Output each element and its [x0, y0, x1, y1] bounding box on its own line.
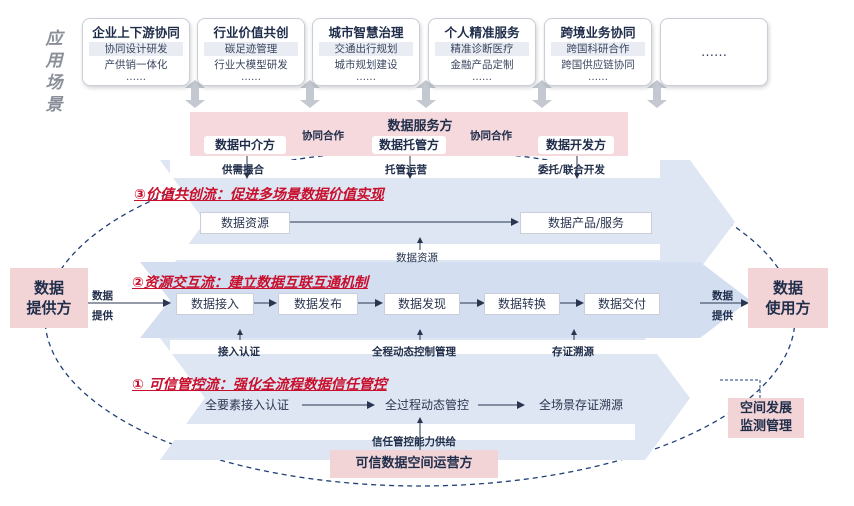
collab-label-right: 协同合作	[470, 130, 512, 142]
user-side-a: 数据	[712, 290, 733, 302]
flow1-step-control: 全过程动态管控	[384, 398, 469, 412]
flow2-step-convert: 数据转换	[484, 293, 560, 315]
data-intermediary-tag: 数据中介方	[204, 136, 286, 154]
commission-label: 委托/联合开发	[538, 164, 605, 176]
flow3-product-box: 数据产品/服务	[520, 212, 652, 234]
collab-label-left: 协同合作	[302, 130, 344, 142]
supply-match-label: 供需撮合	[222, 164, 264, 176]
flow2-step-publish: 数据发布	[278, 293, 358, 315]
scenario-more: ……	[126, 72, 146, 83]
scenario-more: ……	[356, 72, 376, 83]
scenario-title: 城市智慧治理	[328, 25, 404, 40]
data-custodian-tag: 数据托管方	[372, 136, 446, 154]
flow2-title: ②资源交互流：建立数据互联互通机制	[132, 275, 368, 291]
scenario-item: 跨国科研合作	[551, 42, 645, 56]
provider-line1: 数据	[33, 279, 64, 297]
monitor-line2: 监测管理	[739, 419, 792, 434]
provider-line2: 提供方	[26, 299, 72, 317]
user-line1: 数据	[772, 279, 803, 297]
scenario-item: 产供销一体化	[104, 59, 168, 71]
scenario-title: 企业上下游协同	[92, 25, 180, 40]
scenario-section-label: 应用场景	[45, 29, 63, 115]
scenario-card-crossborder: 跨境业务协同 跨国科研合作 跨国供应链协同 ……	[544, 18, 652, 86]
data-developer-tag: 数据开发方	[538, 136, 614, 154]
scenario-card-personal: 个人精准服务 精准诊断医疗 金融产品定制 ……	[428, 18, 536, 86]
flow2-step-discover: 数据发现	[384, 293, 460, 315]
scenario-title: 个人精准服务	[444, 25, 520, 40]
data-service-title: 数据服务方	[387, 119, 453, 134]
user-side-b: 提供	[712, 310, 733, 322]
scenario-item: 行业大模型研发	[214, 59, 288, 71]
scenario-title: 行业价值共创	[213, 25, 289, 40]
scenario-item: 精准诊断医疗	[435, 42, 529, 56]
custody-ops-label: 托管运营	[385, 164, 427, 176]
flow2-step-access: 数据接入	[176, 293, 254, 315]
flow1-step-auth: 全要素接入认证	[204, 398, 289, 412]
data-provider-box: 数据 提供方	[10, 268, 88, 328]
scenario-item: 城市规划建设	[334, 59, 398, 71]
space-monitor-box: 空间发展 监测管理	[728, 398, 804, 438]
flow1-title: ① 可信管控流：强化全流程数据信任管控	[132, 377, 387, 393]
scenario-more: ……	[472, 72, 492, 83]
flow1-step-trace: 全场景存证溯源	[538, 398, 623, 412]
scenario-more: ……	[241, 72, 261, 83]
flow3-resource-box: 数据资源	[200, 212, 290, 234]
scenario-item: 跨国供应链协同	[561, 59, 635, 71]
scenario-more: ……	[588, 72, 608, 83]
monitor-line1: 空间发展	[739, 401, 792, 416]
scenario-item: 金融产品定制	[450, 59, 514, 71]
provider-side-a: 数据	[92, 290, 113, 302]
process-control-label: 全程动态控制管理	[372, 346, 456, 358]
provider-side-b: 提供	[92, 310, 113, 322]
trace-label: 存证溯源	[552, 346, 594, 358]
scenario-card-enterprise: 企业上下游协同 协同设计研发 产供销一体化 ……	[82, 18, 190, 86]
access-auth-label: 接入认证	[218, 346, 260, 358]
scenario-title: 跨境业务协同	[560, 25, 636, 40]
scenario-link-arrows	[185, 80, 667, 108]
scenario-item: 协同设计研发	[89, 42, 183, 56]
trusted-space-operator: 可信数据空间运营方	[330, 450, 498, 478]
trust-supply-label: 信任管控能力供给	[372, 436, 456, 448]
scenario-more: ……	[701, 45, 727, 60]
scenario-card-city: 城市智慧治理 交通出行规划 城市规划建设 ……	[312, 18, 420, 86]
data-resource-link-label: 数据资源	[396, 252, 438, 264]
flow3-title: ③价值共创流：促进多场景数据价值实现	[134, 187, 384, 203]
scenario-card-industry: 行业价值共创 碳足迹管理 行业大模型研发 ……	[197, 18, 305, 86]
user-line2: 使用方	[765, 299, 811, 317]
scenario-item: 交通出行规划	[319, 42, 413, 56]
scenario-item: 碳足迹管理	[204, 42, 298, 56]
data-user-box: 数据 使用方	[748, 268, 828, 328]
scenario-card-more: ……	[660, 18, 768, 86]
flow2-step-deliver: 数据交付	[584, 293, 660, 315]
